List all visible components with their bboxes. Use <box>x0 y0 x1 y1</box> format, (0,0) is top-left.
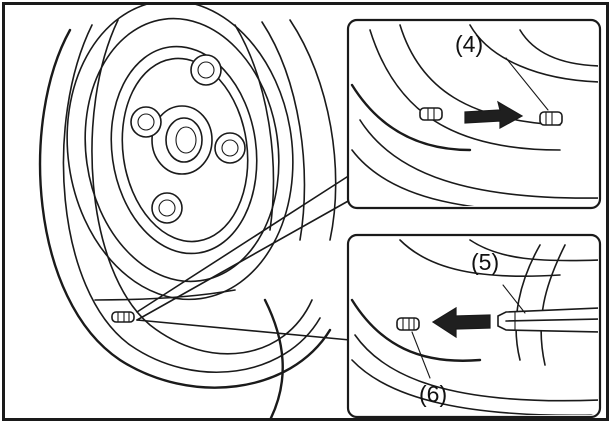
pressure-gauge <box>497 307 598 333</box>
inset-bottom-drawing <box>350 239 598 415</box>
callout-5: (5) <box>471 249 499 275</box>
lug-nut-top <box>190 54 222 86</box>
valve-cap <box>539 111 563 126</box>
callout-4: (4) <box>455 31 483 57</box>
valve-stem-main <box>111 311 135 323</box>
lug-nut-bottom <box>151 192 183 224</box>
lug-nut-left <box>130 106 162 138</box>
leader-line-5 <box>502 284 526 314</box>
valve-stem <box>396 317 420 331</box>
leader-line-4 <box>505 57 549 111</box>
direction-arrow-bottom <box>431 306 491 339</box>
valve-hole-top <box>419 107 443 121</box>
inset-top-drawing <box>350 24 598 206</box>
callout-6: (6) <box>419 381 447 407</box>
leader-line-6 <box>411 331 431 379</box>
lug-nut-right <box>214 132 246 164</box>
direction-arrow-top <box>464 100 524 130</box>
main-wheel <box>38 5 351 418</box>
